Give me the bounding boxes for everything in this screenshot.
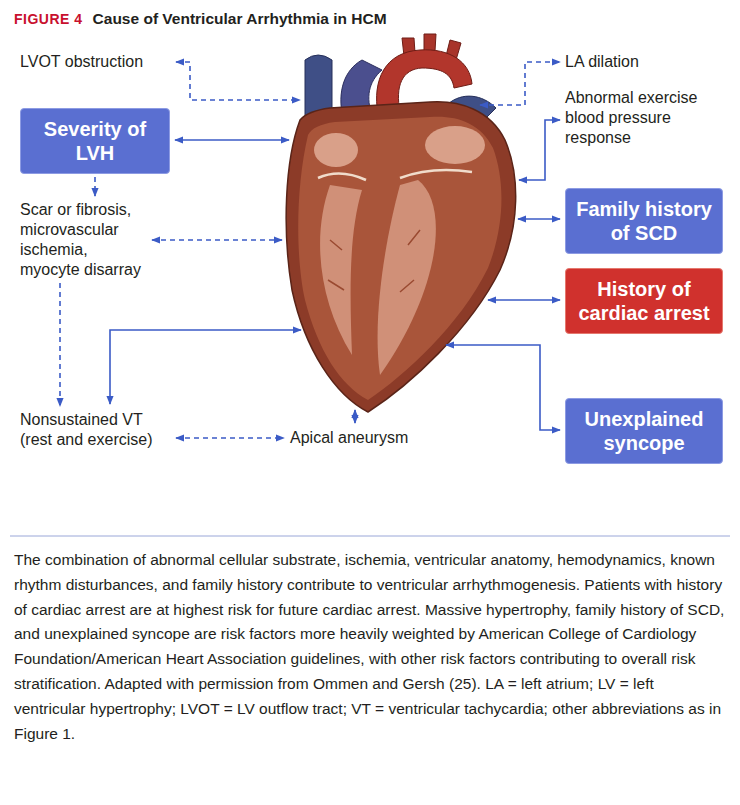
node-text: Apical aneurysm	[290, 428, 440, 448]
leader-line	[175, 139, 289, 141]
risk-factor-label: Apical aneurysm	[290, 428, 440, 448]
risk-factor-label: Abnormal exercise blood pressure respons…	[565, 88, 715, 148]
right-atrium	[314, 133, 358, 167]
node-text: Nonsustained VT (rest and exercise)	[20, 410, 170, 450]
leader-line	[480, 62, 560, 105]
node-text: Abnormal exercise blood pressure respons…	[565, 88, 715, 148]
leader-line	[110, 330, 301, 404]
node-text: LA dilation	[565, 52, 695, 72]
risk-factor-label: LVOT obstruction	[20, 52, 170, 72]
figure-number: FIGURE 4	[14, 11, 83, 27]
risk-factor-box: History of cardiac arrest	[565, 268, 723, 334]
right-ventricle	[320, 185, 362, 355]
leader-line	[152, 239, 282, 241]
leader-line	[446, 345, 560, 430]
leader-line	[518, 218, 560, 220]
dashed-connector	[94, 177, 96, 196]
node-text: Family history of SCD	[572, 197, 716, 245]
aorta-branch	[424, 34, 436, 51]
figure-caption: The combination of abnormal cellular sub…	[14, 548, 726, 746]
dashed-connector	[59, 283, 61, 406]
risk-factor-label: Scar or fibrosis, microvascular ischemia…	[20, 200, 146, 280]
caption-rule	[10, 536, 730, 537]
risk-factor-box: Unexplained syncope	[565, 398, 723, 464]
node-text: Severity of LVH	[27, 117, 163, 165]
risk-factor-box: Severity of LVH	[20, 108, 170, 174]
tricuspid-valve	[318, 173, 366, 180]
myocardium-cut-surface	[298, 117, 501, 400]
leader-line	[519, 120, 560, 180]
dashed-connector	[176, 437, 284, 439]
leader-line	[354, 410, 356, 423]
node-text: History of cardiac arrest	[572, 277, 716, 325]
node-text: Scar or fibrosis, microvascular ischemia…	[20, 200, 146, 280]
leader-line	[176, 62, 300, 100]
leader-line	[488, 299, 560, 301]
leader-lines	[110, 62, 560, 430]
figure-header: FIGURE 4 Cause of Ventricular Arrhythmia …	[14, 10, 726, 28]
left-atrium	[425, 126, 485, 164]
mitral-valve	[400, 170, 472, 178]
node-text: Unexplained syncope	[572, 407, 716, 455]
trabeculae	[328, 230, 420, 292]
risk-factor-label: LA dilation	[565, 52, 695, 72]
left-ventricle	[378, 180, 436, 375]
heart-illustration	[286, 34, 516, 412]
heart-outer-wall	[286, 102, 516, 412]
node-text: LVOT obstruction	[20, 52, 170, 72]
risk-factor-label: Nonsustained VT (rest and exercise)	[20, 410, 170, 450]
figure-title: Cause of Ventricular Arrhythmia in HCM	[93, 10, 387, 28]
risk-factor-box: Family history of SCD	[565, 188, 723, 254]
